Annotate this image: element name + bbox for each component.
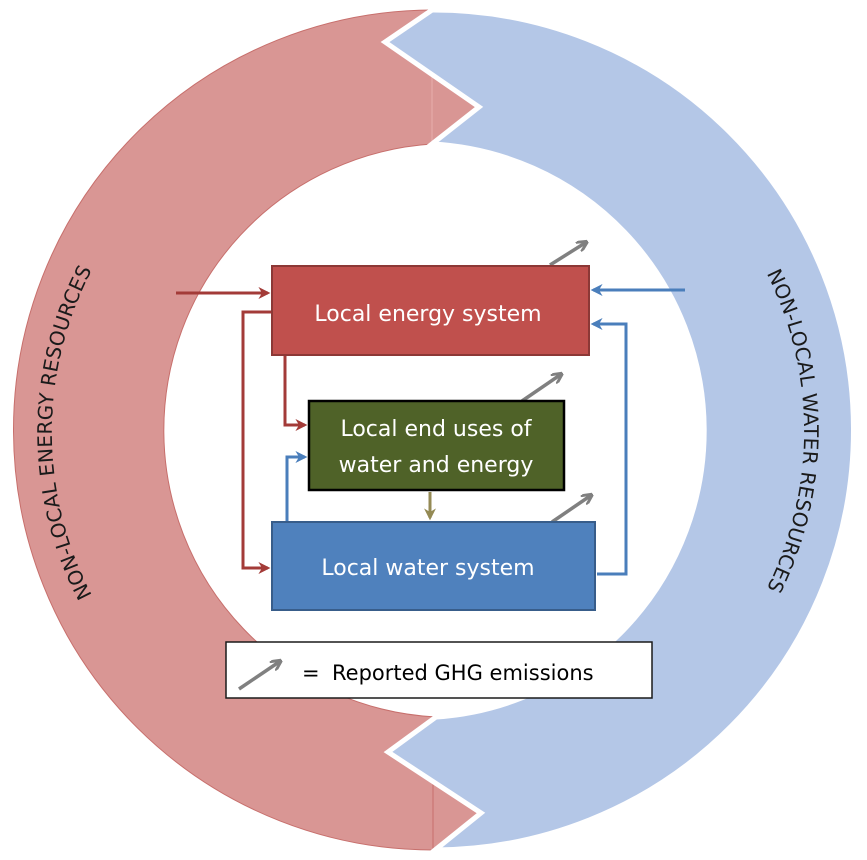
energy-to-water-arrow <box>241 310 271 574</box>
local-water-system-label: Local water system <box>321 556 534 581</box>
local-end-uses-box: Local end uses of water and energy <box>307 399 566 492</box>
legend-equals: = <box>302 661 320 685</box>
water-to-end-uses-arrow <box>285 451 308 521</box>
energy-to-end-uses-arrow <box>283 355 308 431</box>
legend: = Reported GHG emissions <box>225 641 653 699</box>
energy-resources-ring <box>13 9 482 851</box>
water-emission-arrow <box>551 496 590 524</box>
legend-text: Reported GHG emissions <box>332 661 594 685</box>
energy-emission-arrow <box>549 243 585 267</box>
local-energy-system-label: Local energy system <box>314 302 541 327</box>
legend-emission-arrow-icon <box>238 662 279 691</box>
local-water-system-box: Local water system <box>271 521 596 611</box>
end-uses-label-line2: water and energy <box>339 453 534 478</box>
water-to-energy-arrow <box>590 318 628 576</box>
end-uses-emission-arrow <box>521 375 560 403</box>
water-resources-ring <box>380 7 856 853</box>
local-energy-system-box: Local energy system <box>271 265 590 356</box>
end-uses-label-line1: Local end uses of <box>340 417 532 442</box>
